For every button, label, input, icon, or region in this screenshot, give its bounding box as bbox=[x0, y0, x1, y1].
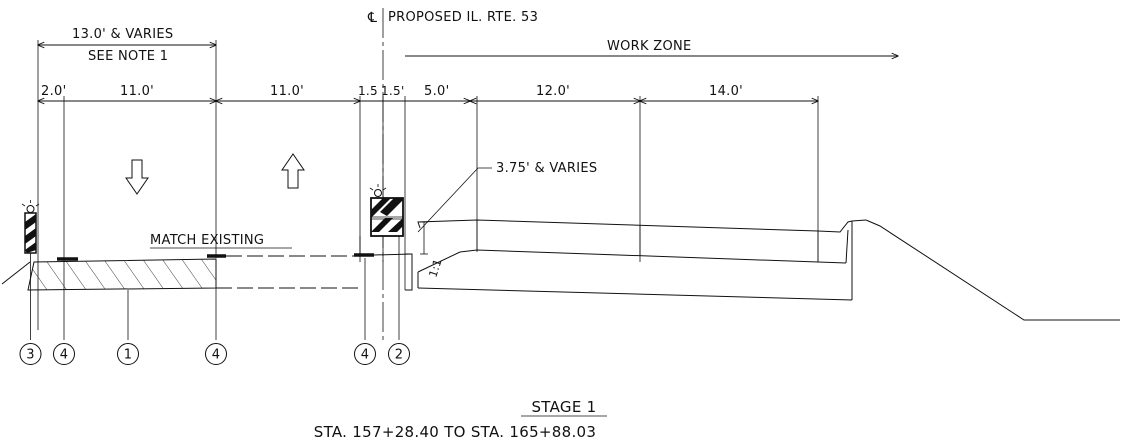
callout-4b: 4 bbox=[205, 343, 227, 365]
left-embankment bbox=[1, 261, 31, 285]
see-note-label: SEE NOTE 1 bbox=[88, 49, 168, 64]
centerline-symbol: ℄ bbox=[367, 10, 377, 26]
slope-label: 1:1 bbox=[426, 257, 444, 279]
dim-5-0: 5.0' bbox=[424, 84, 449, 99]
dim-12-0: 12.0' bbox=[536, 84, 570, 99]
varies-leader: 3.75' & VARIES bbox=[417, 161, 597, 233]
work-zone-label: WORK ZONE bbox=[607, 39, 692, 54]
svg-text:1: 1 bbox=[124, 348, 133, 363]
down-arrow-icon bbox=[125, 159, 149, 195]
dim-1-5-b: 1.5' bbox=[381, 84, 405, 98]
drawing-title: STAGE 1 STA. 157+28.40 TO STA. 165+88.03 bbox=[314, 398, 607, 441]
callouts: 3 4 1 4 4 2 bbox=[19, 343, 410, 365]
callout-4c: 4 bbox=[354, 343, 376, 365]
left-barricade-icon bbox=[21, 200, 40, 258]
match-existing: MATCH EXISTING bbox=[150, 233, 360, 289]
top-dim-label: 13.0' & VARIES bbox=[72, 27, 173, 42]
match-existing-label: MATCH EXISTING bbox=[150, 233, 264, 248]
callout-1: 1 bbox=[117, 343, 139, 365]
stage-title: STAGE 1 bbox=[531, 398, 596, 416]
station-range: STA. 157+28.40 TO STA. 165+88.03 bbox=[314, 423, 597, 441]
svg-text:4: 4 bbox=[60, 348, 69, 363]
work-zone-profile bbox=[417, 219, 1120, 321]
work-zone-dimension: WORK ZONE bbox=[405, 39, 898, 56]
callout-4a: 4 bbox=[53, 343, 75, 365]
dim-11-0-a: 11.0' bbox=[120, 84, 154, 99]
callout-3: 3 bbox=[19, 343, 42, 365]
dim-1-5-a: 1.5 bbox=[358, 84, 378, 98]
hatched-pavement bbox=[27, 258, 217, 291]
dim-11-0-b: 11.0' bbox=[270, 84, 304, 99]
centerline-label: PROPOSED IL. RTE. 53 bbox=[388, 10, 538, 25]
dim-14-0: 14.0' bbox=[709, 84, 743, 99]
svg-text:3: 3 bbox=[26, 348, 35, 363]
centerline: ℄ PROPOSED IL. RTE. 53 bbox=[367, 8, 538, 340]
dimension-row: 2.0' 11.0' 11.0' 1.5 1.5' 5.0' 12.0' 14.… bbox=[38, 84, 818, 290]
pavement-markings bbox=[57, 253, 374, 261]
svg-text:4: 4 bbox=[212, 348, 221, 363]
svg-text:2: 2 bbox=[395, 348, 404, 363]
varies-label: 3.75' & VARIES bbox=[496, 161, 597, 176]
callout-2: 2 bbox=[388, 343, 410, 365]
slope-annotation: 1:1 bbox=[420, 221, 445, 279]
right-barricade-icon bbox=[369, 184, 404, 237]
center-pavement bbox=[359, 236, 413, 291]
svg-text:4: 4 bbox=[361, 348, 370, 363]
dim-2-0: 2.0' bbox=[41, 84, 66, 99]
callout-leaders bbox=[30, 236, 400, 340]
up-arrow-icon bbox=[281, 153, 305, 189]
